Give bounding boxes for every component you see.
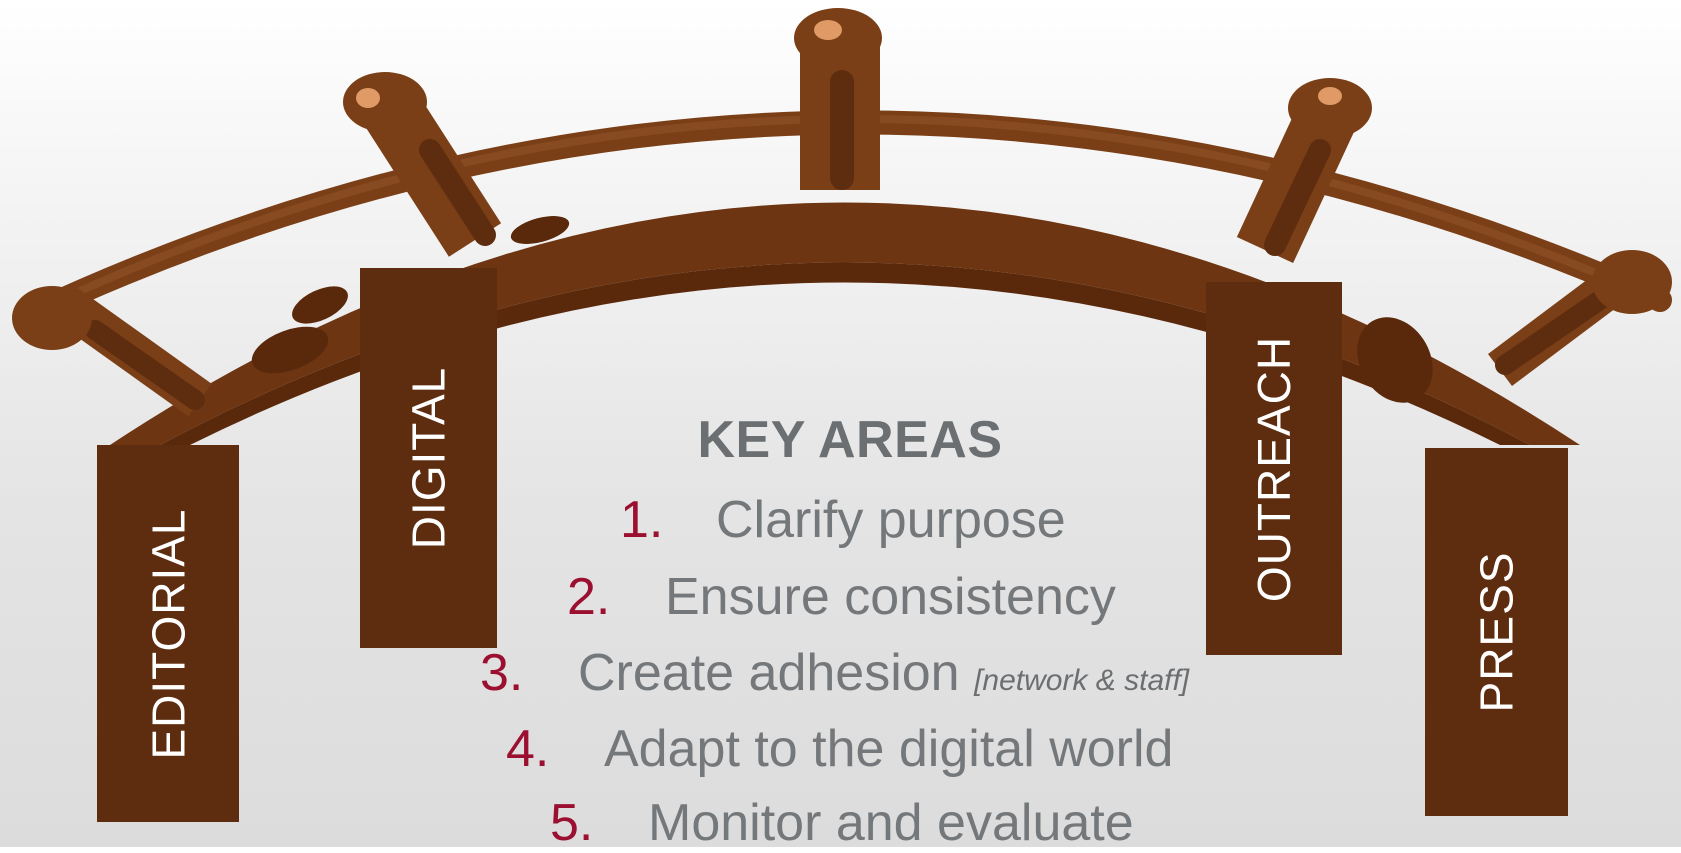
item-note: [network & staff] <box>974 664 1190 697</box>
item-number: 4. <box>506 720 550 778</box>
list-item: 3. Create adhesion [network & staff] <box>480 643 1189 703</box>
finial-left <box>343 72 427 132</box>
pillar-digital: DIGITAL <box>360 268 497 648</box>
list-item: 2. Ensure consistency <box>567 567 1116 627</box>
item-text: Create adhesion <box>578 644 960 702</box>
item-text: Clarify purpose <box>716 491 1066 549</box>
finial-right <box>1288 78 1372 138</box>
bridge-deck-shadow <box>160 262 1530 445</box>
item-text: Monitor and evaluate <box>648 794 1134 852</box>
item-text: Adapt to the digital world <box>604 720 1174 778</box>
pillar-outreach: OUTREACH <box>1206 282 1342 655</box>
list-item: 5. Monitor and evaluate <box>550 793 1134 853</box>
item-number: 1. <box>620 491 664 549</box>
item-text: Ensure consistency <box>665 568 1116 626</box>
list-item: 4. Adapt to the digital world <box>506 719 1173 779</box>
pillar-press: PRESS <box>1425 448 1568 816</box>
item-number: 2. <box>567 568 611 626</box>
finial-center <box>794 8 882 68</box>
key-areas-title: KEY AREAS <box>697 411 1003 469</box>
item-number: 3. <box>480 644 524 702</box>
pillar-editorial: EDITORIAL <box>97 445 239 822</box>
bridge-deck <box>110 202 1580 445</box>
list-item: 1. Clarify purpose <box>620 490 1066 550</box>
finial-far-right <box>1592 250 1672 314</box>
item-number: 5. <box>550 794 594 852</box>
finial-far-left <box>12 286 92 350</box>
